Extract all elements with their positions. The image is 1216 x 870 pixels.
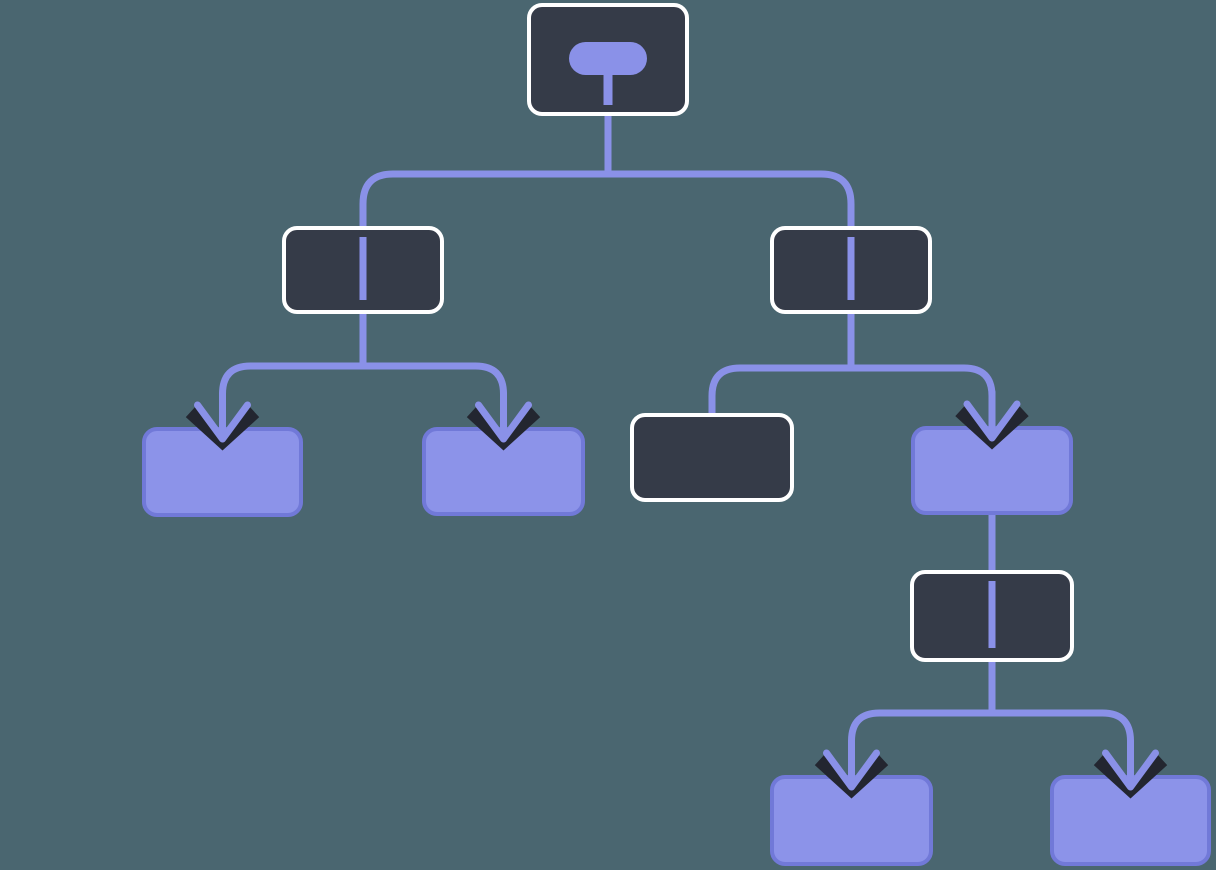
arrow-head: [475, 401, 532, 443]
icon-layer: [359, 42, 996, 648]
root-pill-shape: [569, 42, 647, 75]
node-layer: [142, 3, 1211, 866]
arrow-head: [194, 401, 251, 443]
divider-bar-icon: [359, 237, 367, 300]
connector-root-branch-left: [359, 170, 608, 228]
connector-root-branch-right: [608, 170, 855, 228]
node-box: [630, 413, 794, 502]
divider-bar-icon: [847, 237, 855, 300]
connector-branch-right-dark-leaf: [708, 364, 851, 415]
connector-layer: [219, 114, 1134, 783]
root-pill-icon: [569, 42, 647, 105]
divider-bar-icon: [988, 581, 996, 648]
arrow-head: [823, 749, 880, 791]
collapse-chevron-icon: [814, 737, 889, 799]
tree-node-dark-leaf[interactable]: [630, 413, 794, 502]
collapse-chevron-icon: [1093, 737, 1168, 799]
arrow-head: [1102, 749, 1159, 791]
collapse-chevron-icon: [466, 389, 541, 451]
collapse-chevron-icon: [955, 388, 1029, 450]
arrow-head: [963, 400, 1021, 442]
collapse-chevron-icon: [185, 389, 260, 451]
marker-layer: [185, 388, 1168, 799]
root-pill-stem: [603, 73, 613, 105]
